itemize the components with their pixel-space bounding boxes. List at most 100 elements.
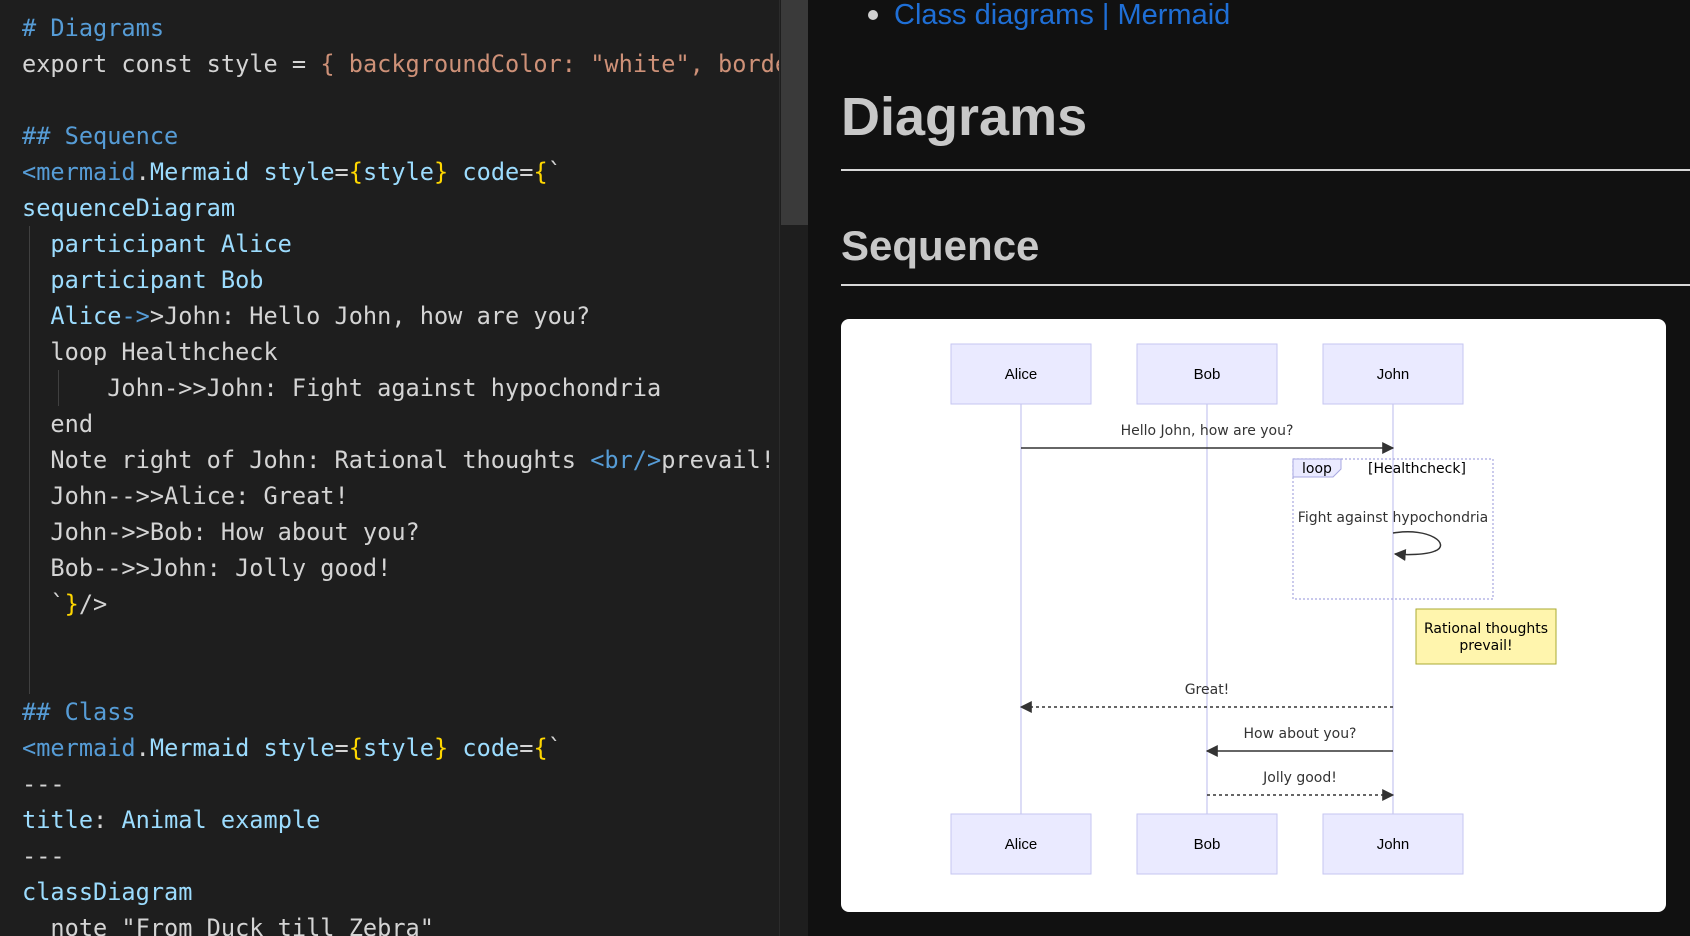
code-token: code — [448, 158, 520, 186]
actor-label: Bob — [1194, 836, 1221, 853]
message-label: Hello John, how are you? — [1121, 423, 1294, 439]
code-token: ` — [22, 590, 65, 618]
code-token: { — [320, 50, 335, 78]
code-line[interactable] — [22, 658, 808, 694]
code-token: . — [135, 734, 150, 762]
code-line[interactable]: John->>Bob: How about you? — [22, 514, 808, 550]
code-line[interactable]: participant Bob — [22, 262, 808, 298]
title-divider — [841, 169, 1690, 171]
sequence-diagram-card: Alice Bob John Hello John, how are you? … — [841, 319, 1666, 912]
code-token: <br/> — [590, 446, 662, 474]
code-token: John-->>Alice: Great! — [22, 482, 349, 510]
code-token: style — [362, 734, 434, 762]
editor-scrollbar-thumb[interactable] — [781, 0, 808, 225]
indent-guide — [29, 622, 31, 658]
code-token: { — [348, 734, 363, 762]
code-token: { — [348, 158, 363, 186]
code-token: : — [93, 806, 122, 834]
code-token: Alice — [22, 302, 122, 330]
loop-label: loop — [1302, 461, 1332, 477]
indent-guide — [29, 370, 31, 406]
code-token: sequenceDiagram — [22, 194, 236, 222]
message-label: Jolly good! — [1262, 770, 1337, 786]
code-token: } — [64, 590, 79, 618]
loop-block: loop [Healthcheck] Fight against hypocho… — [1292, 458, 1494, 600]
class-diagrams-link[interactable]: Class diagrams | Mermaid — [894, 0, 1231, 31]
code-line[interactable]: Bob-->>John: Jolly good! — [22, 550, 808, 586]
code-line[interactable]: loop Healthcheck — [22, 334, 808, 370]
code-line[interactable]: John->>John: Fight against hypochondria — [22, 370, 808, 406]
code-line[interactable] — [22, 622, 808, 658]
indent-guide — [29, 586, 31, 622]
code-line[interactable]: `}/> — [22, 586, 808, 622]
code-token: Mermaid style — [149, 158, 335, 186]
actor-label: Alice — [1005, 836, 1038, 853]
code-token: backgroundColor: "white", border: "1px s… — [348, 50, 808, 78]
actor-bottom-john: John — [1322, 813, 1464, 875]
code-token: { — [533, 158, 548, 186]
actor-bottom-alice: Alice — [950, 813, 1092, 875]
code-line[interactable]: --- — [22, 766, 808, 802]
code-line[interactable]: title: Animal example — [22, 802, 808, 838]
indent-guide — [29, 514, 31, 550]
message-label: How about you? — [1244, 726, 1357, 742]
code-line[interactable]: participant Alice — [22, 226, 808, 262]
self-message-arrow — [1392, 531, 1442, 561]
loop-condition: [Healthcheck] — [1368, 461, 1466, 477]
code-token: } — [434, 158, 449, 186]
code-line[interactable]: end — [22, 406, 808, 442]
code-line[interactable]: sequenceDiagram — [22, 190, 808, 226]
page-title: Diagrams — [841, 87, 1088, 147]
code-token: export const style = — [22, 50, 321, 78]
indent-guide — [29, 406, 31, 442]
code-line[interactable]: note "From Duck till Zebra" — [22, 910, 808, 936]
code-token: style — [362, 158, 434, 186]
bullet-icon — [868, 10, 878, 20]
code-line[interactable]: classDiagram — [22, 874, 808, 910]
section-divider — [841, 284, 1690, 286]
code-line[interactable]: export const style = { backgroundColor: … — [22, 46, 808, 82]
code-line[interactable]: <mermaid.Mermaid style={style} code={` — [22, 154, 808, 190]
code-line[interactable] — [22, 82, 808, 118]
code-line[interactable]: ## Class — [22, 694, 808, 730]
code-token: ## Sequence — [22, 122, 179, 150]
code-token: ## Class — [22, 698, 136, 726]
code-token: = — [334, 158, 349, 186]
actor-label: John — [1377, 836, 1410, 853]
code-line[interactable]: <mermaid.Mermaid style={style} code={` — [22, 730, 808, 766]
code-token: participant Alice — [22, 230, 292, 258]
indent-guide — [29, 658, 31, 694]
note-line-1: Rational thoughts — [1424, 621, 1548, 637]
code-line[interactable]: Note right of John: Rational thoughts <b… — [22, 442, 808, 478]
code-token: participant Bob — [22, 266, 264, 294]
code-token: note "From Duck till Zebra" — [22, 914, 434, 936]
note-line-2: prevail! — [1459, 638, 1512, 654]
code-token: { — [533, 734, 548, 762]
note-box: Rational thoughts prevail! — [1415, 608, 1557, 665]
indent-guide — [29, 442, 31, 478]
code-token: >John: Hello John, how are you? — [149, 302, 591, 330]
code-line[interactable]: # Diagrams — [22, 10, 808, 46]
code-token: <mermaid — [22, 158, 136, 186]
self-message-label: Fight against hypochondria — [1298, 510, 1488, 526]
actor-top-bob: Bob — [1136, 343, 1278, 405]
preview-pane: Class diagrams | Mermaid Diagrams Sequen… — [808, 0, 1690, 936]
indent-guide — [57, 370, 59, 406]
code-token: -> — [121, 302, 150, 330]
code-token: --- — [22, 770, 65, 798]
code-token: = — [334, 734, 349, 762]
code-token: end — [22, 410, 94, 438]
code-line[interactable]: Alice->>John: Hello John, how are you? — [22, 298, 808, 334]
code-token: prevail! — [661, 446, 775, 474]
actor-label: John — [1377, 366, 1410, 383]
code-token: classDiagram — [22, 878, 193, 906]
code-token: John->>John: Fight against hypochondria — [22, 374, 662, 402]
code-token: John->>Bob: How about you? — [22, 518, 420, 546]
editor-scrollbar[interactable] — [779, 0, 808, 936]
code-line[interactable]: --- — [22, 838, 808, 874]
code-line[interactable]: John-->>Alice: Great! — [22, 478, 808, 514]
indent-guide — [29, 334, 31, 370]
code-line[interactable]: ## Sequence — [22, 118, 808, 154]
